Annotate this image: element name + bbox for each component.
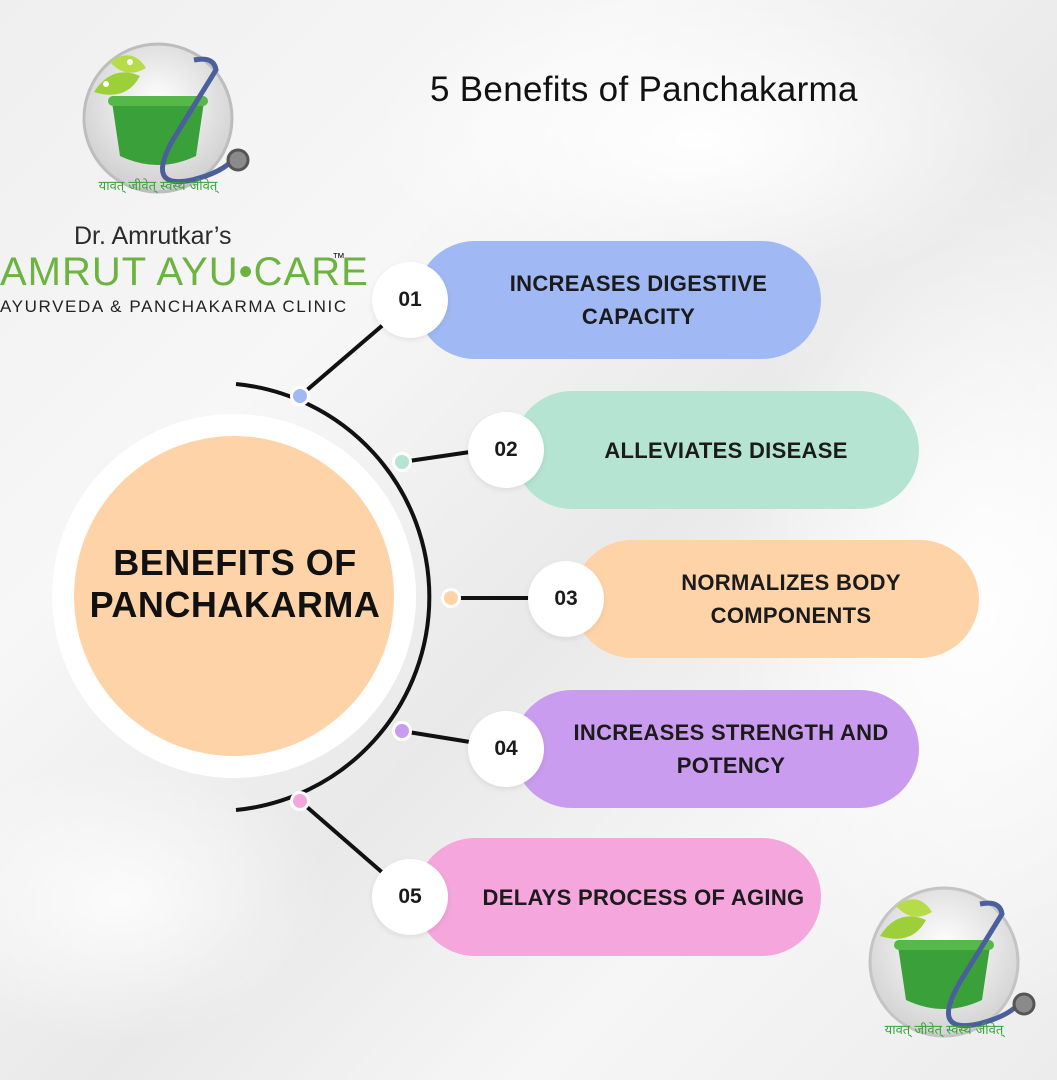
benefit-number-01: 01 — [372, 262, 448, 338]
benefit-01-line1: INCREASES DIGESTIVE — [509, 271, 768, 296]
benefit-pill-05: DELAYS PROCESS OF AGING — [416, 838, 821, 956]
benefit-04-line1: INCREASES STRENGTH AND — [573, 720, 889, 745]
benefit-number-03: 03 — [528, 561, 604, 637]
logo-emblem-watermark-icon: यावत् जीवेत् स्वस्थ जीवेत् — [868, 886, 1036, 1038]
benefit-03-line1: NORMALIZES BODY — [681, 570, 901, 595]
logo-emblem-icon: यावत् जीवेत् स्वस्थ जीवेत् — [82, 42, 250, 194]
benefit-02-line1: ALLEVIATES DISEASE — [604, 437, 848, 463]
benefit-pill-03: NORMALIZES BODY COMPONENTS — [573, 540, 979, 658]
benefit-04-line2: POTENCY — [676, 753, 786, 778]
emblem-text-2: यावत् जीवेत् स्वस्थ जीवेत् — [885, 1022, 1006, 1038]
benefit-pill-02: ALLEVIATES DISEASE — [513, 391, 919, 509]
connector-01 — [298, 322, 386, 398]
center-circle — [74, 436, 394, 756]
brand-trademark: ™ — [332, 250, 345, 265]
dot-02 — [395, 455, 409, 469]
benefit-03-line2: COMPONENTS — [710, 603, 872, 628]
emblem-text: यावत् जीवेत् स्वस्थ जीवेत् — [99, 178, 220, 194]
benefit-number-02: 02 — [468, 412, 544, 488]
connector-04 — [401, 729, 471, 744]
dot-04 — [395, 724, 409, 738]
dot-03 — [444, 591, 458, 605]
benefit-number-04: 04 — [468, 711, 544, 787]
center-label: BENEFITS OF PANCHAKARMA — [80, 542, 390, 626]
connector-05 — [298, 799, 386, 876]
benefit-text-01: INCREASES DIGESTIVE CAPACITY — [510, 267, 768, 333]
brand-subtitle: AYURVEDA & PANCHAKARMA CLINIC — [0, 297, 348, 316]
benefit-text-02: ALLEVIATES DISEASE — [604, 434, 847, 467]
dot-05 — [293, 794, 307, 808]
benefit-pill-01: INCREASES DIGESTIVE CAPACITY — [416, 241, 821, 359]
brand-name: AMRUT AYU•CARE — [0, 250, 369, 294]
center-label-line2: PANCHAKARMA — [89, 584, 381, 625]
connector-02 — [401, 450, 471, 464]
dot-01 — [293, 389, 307, 403]
benefit-number-05: 05 — [372, 859, 448, 935]
brand-doctor-name: Dr. Amrutkar’s — [74, 222, 232, 250]
benefit-text-05: DELAYS PROCESS OF AGING — [483, 881, 805, 914]
benefit-pill-04: INCREASES STRENGTH AND POTENCY — [513, 690, 919, 808]
benefit-05-line1: DELAYS PROCESS OF AGING — [482, 884, 805, 910]
center-label-line1: BENEFITS OF — [113, 542, 357, 583]
benefit-text-04: INCREASES STRENGTH AND POTENCY — [573, 716, 888, 782]
connector-arc — [235, 382, 432, 812]
benefit-text-03: NORMALIZES BODY COMPONENTS — [681, 566, 901, 632]
benefit-01-line2: CAPACITY — [581, 304, 696, 329]
page-title: 5 Benefits of Panchakarma — [430, 70, 858, 109]
